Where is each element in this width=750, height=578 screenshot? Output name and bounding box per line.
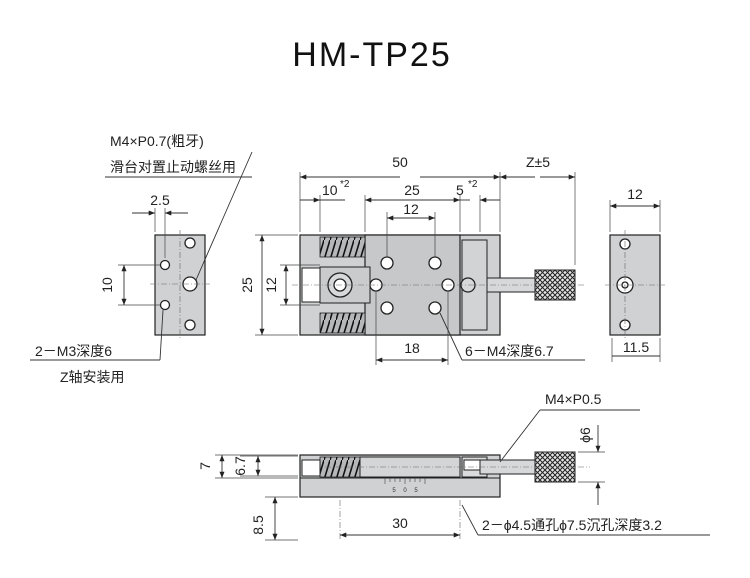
adjust-knob-top: [534, 269, 576, 301]
dim-height-inner: 12: [263, 277, 279, 293]
dim-travel: Z±5: [526, 154, 550, 170]
top-tapped-hole: [380, 256, 394, 270]
right-view: 12 11.5: [605, 186, 665, 362]
callout-top-tapped: 6－M4深度6.7: [465, 343, 554, 359]
left-hole: [184, 319, 196, 331]
page-title: HM-TP25: [292, 36, 451, 74]
front-end-slot: [301, 459, 321, 477]
dim-base-height: 8.5: [250, 515, 266, 535]
dim-margin-left: 10: [322, 182, 338, 198]
dim-height-total: 25: [239, 277, 255, 293]
scale-label: 5: [414, 488, 418, 494]
scale-ticks: [384, 478, 426, 484]
dim-margin-right-note: *2: [468, 179, 478, 190]
left-hole: [159, 259, 171, 271]
dim-left-height: 10: [99, 277, 115, 293]
dim-margin-right: 5: [456, 182, 464, 198]
dim-left-offset: 2.5: [150, 192, 170, 208]
top-view: 50 Z±5 10 *2 25 5 *2 12 25 12: [239, 154, 585, 365]
dim-bottom-span: 18: [404, 340, 420, 356]
dim-margin-left-note: *2: [340, 179, 350, 190]
top-tapped-hole: [380, 301, 394, 315]
left-hole: [184, 237, 196, 249]
front-bore: [463, 459, 481, 471]
scale-label: 5: [392, 488, 396, 494]
callout-adjust-screw-thread: M4×P0.7(粗牙): [110, 133, 204, 149]
top-tapped-hole: [428, 256, 442, 270]
dim-side-width: 12: [627, 186, 643, 202]
callout-z-mount-thread: 2－M3深度6: [35, 343, 112, 359]
dim-side-offset: 11.5: [623, 339, 649, 355]
left-view: 2.5 10 M4×P0.7(粗牙) 滑台对置止动螺丝用 2－M3深度6 Z轴安…: [30, 133, 253, 385]
dim-hole-span: 25: [404, 182, 420, 198]
spring-bottom: [319, 312, 366, 334]
left-hole: [159, 299, 171, 311]
callout-z-mount-purpose: Z轴安装用: [60, 369, 125, 385]
dim-inner-span: 12: [403, 201, 419, 217]
front-view: 5 0 5 7 6.7 8.5 30 2－ϕ4.5通孔ϕ7.5沉孔深度3.2: [197, 391, 710, 541]
dim-front-inner: 6.7: [232, 456, 248, 476]
callout-counterbore: 2－ϕ4.5通孔ϕ7.5沉孔深度3.2: [482, 517, 662, 533]
scale-label: 0: [403, 488, 407, 494]
top-tapped-hole: [428, 301, 442, 315]
dim-base-span: 30: [392, 515, 408, 531]
spring-top: [319, 236, 366, 258]
callout-adjust-screw-purpose: 滑台对置止动螺丝用: [110, 159, 236, 175]
callout-knob-thread: M4×P0.5: [545, 391, 602, 407]
dim-overall-length: 50: [392, 154, 408, 170]
dim-knob-dia: ϕ6: [577, 427, 593, 443]
dim-front-height: 7: [197, 462, 213, 470]
